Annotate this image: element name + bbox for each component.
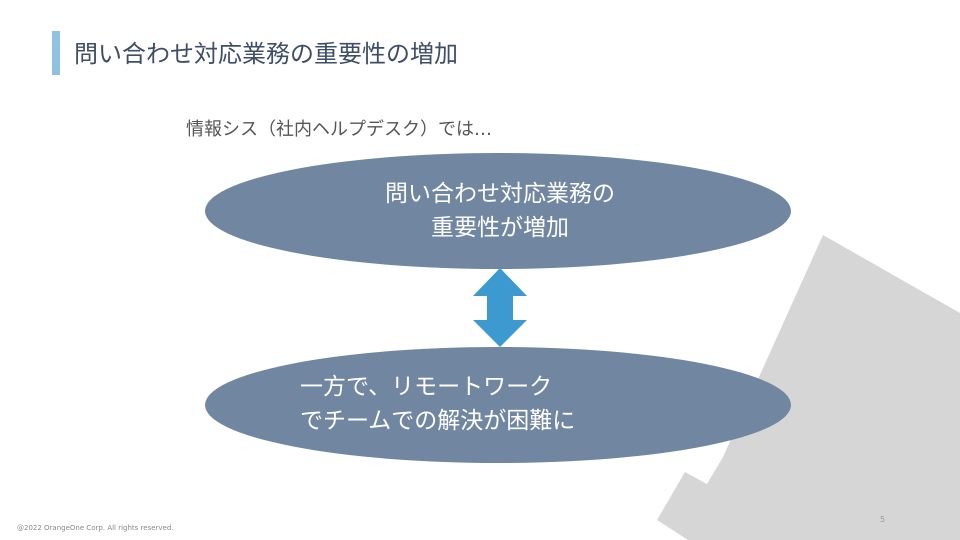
- double-arrow-icon: [473, 268, 527, 347]
- title-accent-bar: [52, 31, 60, 75]
- subtitle: 情報シス（社内ヘルプデスク）では…: [186, 119, 492, 140]
- top-ellipse-text: 問い合わせ対応業務の 重要性が増加: [300, 177, 700, 245]
- bottom-line-1: 一方で、リモートワーク: [300, 374, 553, 400]
- top-line-1: 問い合わせ対応業務の: [385, 181, 615, 207]
- bottom-line-2: でチームでの解決が困難に: [300, 408, 576, 434]
- top-ellipse: [205, 153, 791, 269]
- copyright: @2022 OrangeOne Corp. All rights reserve…: [17, 524, 174, 532]
- top-line-2: 重要性が増加: [431, 215, 569, 241]
- bottom-ellipse: [205, 347, 791, 463]
- slide-title: 問い合わせ対応業務の重要性の増加: [74, 40, 458, 68]
- decorative-photo: [657, 235, 960, 540]
- bottom-ellipse-text: 一方で、リモートワーク でチームでの解決が困難に: [300, 370, 575, 438]
- page-number: 5: [880, 515, 886, 524]
